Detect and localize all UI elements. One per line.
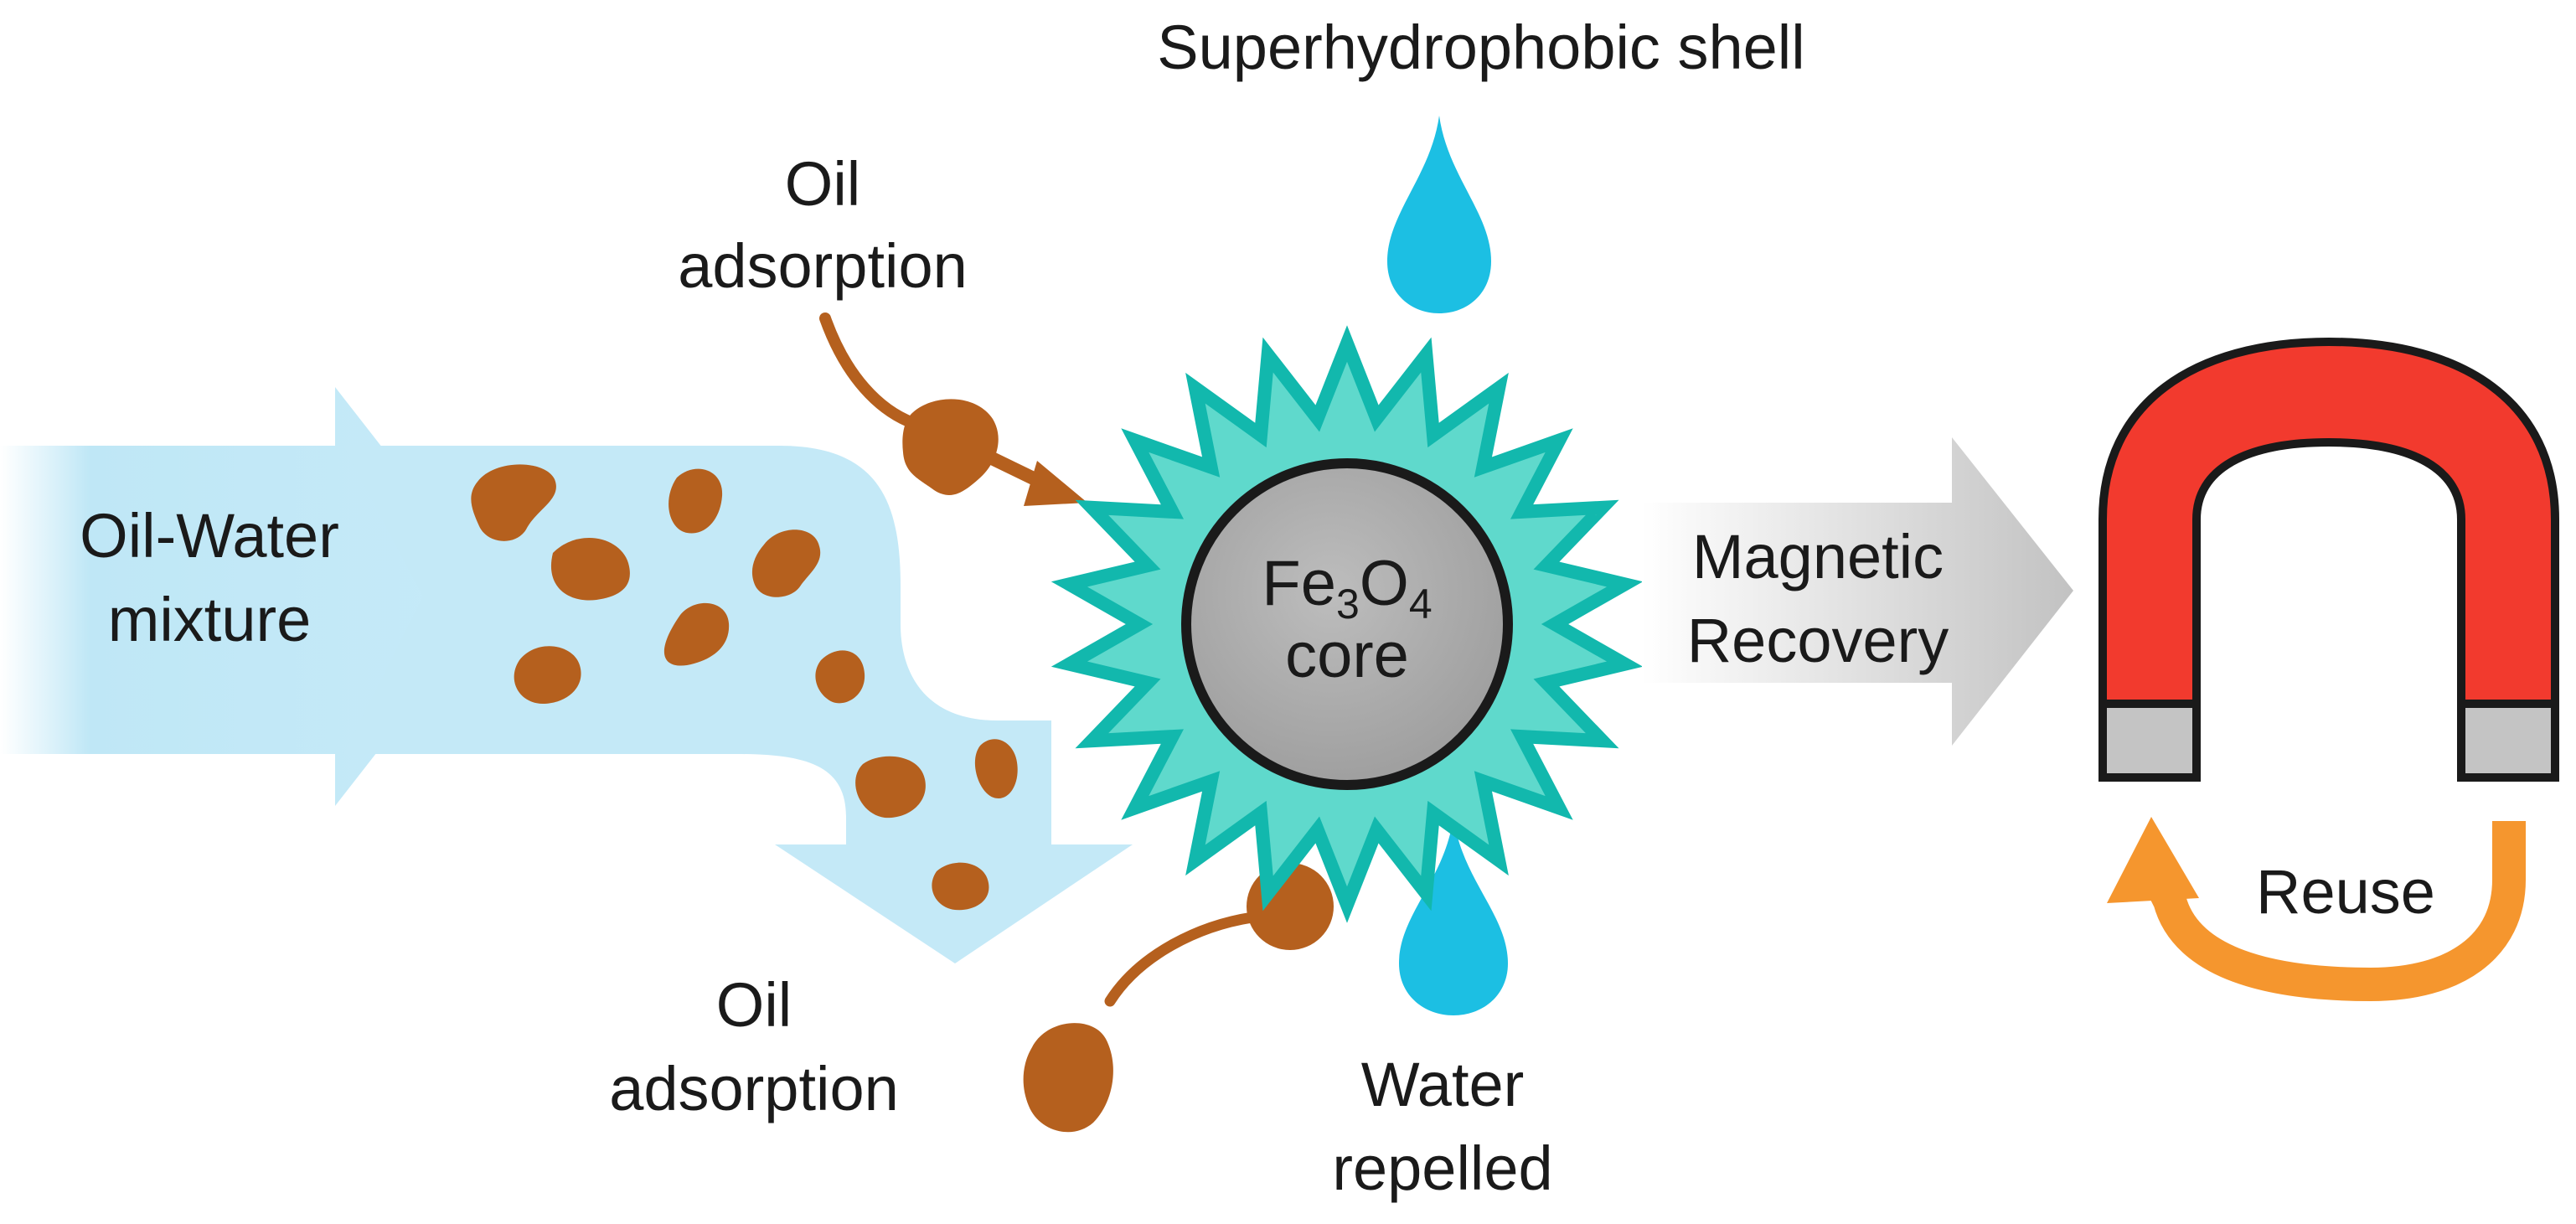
mixture-label-line2: mixture [108,585,312,654]
magnet-pole-left [2098,700,2201,782]
water-drop-bottom-icon [1399,817,1508,1015]
oil-blob [974,739,1018,798]
reuse-arrow [2107,817,2526,1002]
fe3o4-core [1181,458,1513,790]
oil-blob [815,650,865,704]
water-repelled-label-line2: repelled [1332,1134,1552,1203]
magnetic-recovery-label-line1: Magnetic [1692,522,1944,591]
core-formula-label: Fe3O4 [1262,548,1432,627]
oil-blob [514,646,581,704]
oil-adsorption-top-label-line1: Oil [785,149,860,219]
water-drop-top-icon [1387,116,1491,313]
oil-adsorption-top-label-line2: adsorption [678,231,968,301]
oil-droplet-top [819,312,1087,506]
magnetic-recovery-arrow [1642,437,2073,746]
oil-adsorption-bottom-label-line2: adsorption [609,1054,899,1123]
oil-blobs-in-mixture [471,464,1018,911]
core-word-label: core [1285,620,1409,691]
reuse-label: Reuse [2256,857,2435,927]
oil-blob [550,538,630,601]
mixture-label-line1: Oil-Water [80,501,339,571]
oil-blob [932,862,989,911]
shell-label: Superhydrophobic shell [1157,13,1804,82]
flow-arrow [0,387,1133,963]
oil-blob [471,464,556,541]
water-repelled-label-line1: Water [1361,1050,1525,1119]
oil-adsorption-bottom-label-line1: Oil [716,970,792,1040]
horseshoe-magnet-icon [2098,338,2559,782]
oil-blob [751,529,821,597]
oil-blob [855,756,926,819]
magnet-pole-right [2457,700,2559,782]
oil-blob [669,468,723,534]
magnetic-recovery-label-line2: Recovery [1687,606,1949,675]
oil-blob [663,602,730,666]
oil-droplet-bottom [1023,863,1334,1133]
